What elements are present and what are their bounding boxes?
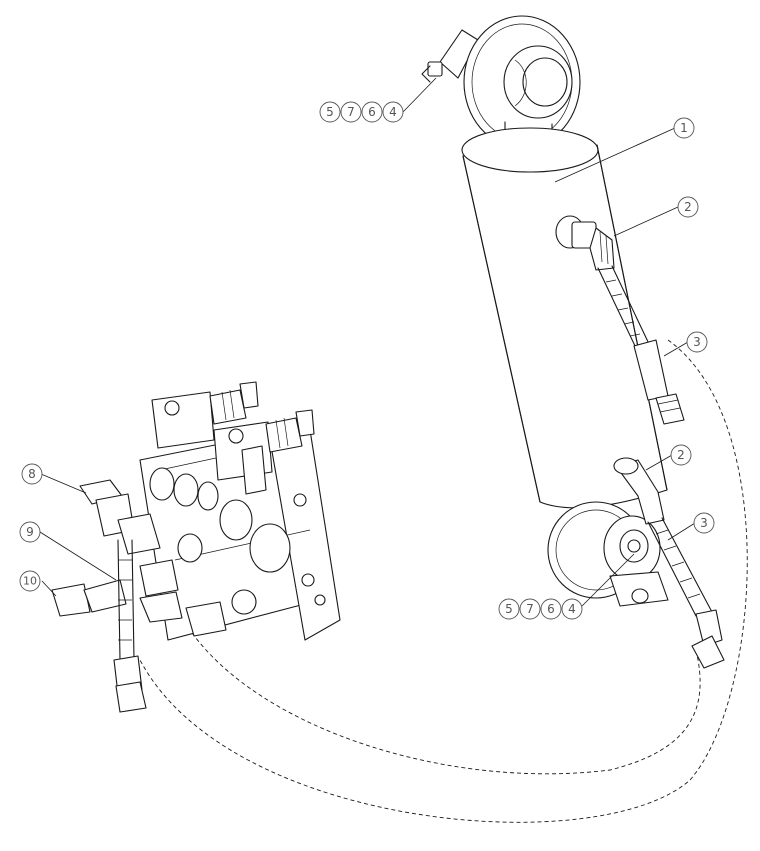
callout-label: 5 (326, 105, 334, 119)
callout-part-3-lower: 3 (693, 512, 715, 534)
cylinder-barrel (461, 127, 668, 509)
callout-label: 9 (26, 525, 34, 539)
cylinder-lower-port-fitting (613, 457, 665, 525)
callout-label: 3 (693, 335, 701, 349)
callout-label: 2 (684, 200, 692, 214)
callout-label: 7 (347, 105, 355, 119)
callout-part-1: 1 (673, 117, 695, 139)
callout-label: 7 (526, 602, 534, 616)
callout-part-8: 8 (21, 463, 43, 485)
callout-part-10: 10 (19, 570, 41, 592)
callout-group-bottom: 5 7 6 4 (498, 598, 583, 620)
callout-label: 6 (368, 105, 376, 119)
cylinder-bottom-clevis (547, 501, 669, 607)
leader-lines (39, 77, 696, 609)
callout-part-9: 9 (19, 521, 41, 543)
callout-group-top: 5 7 6 4 (319, 101, 404, 123)
callout-label: 1 (680, 121, 688, 135)
solenoid-lower (213, 409, 315, 495)
callout-label: 6 (547, 602, 555, 616)
dashed-hose-routes (139, 339, 748, 823)
hydraulic-cylinder (421, 15, 725, 669)
callout-part-2-lower: 2 (670, 444, 692, 466)
hose-route-outer (139, 339, 748, 823)
cylinder-upper-port-fitting (555, 215, 615, 271)
callout-label: 4 (389, 105, 397, 119)
valve-fittings (51, 479, 227, 713)
upper-hose (597, 265, 685, 425)
callout-label: 2 (677, 448, 685, 462)
callout-label: 8 (28, 467, 36, 481)
valve-ports (149, 467, 291, 615)
lower-hose (647, 517, 725, 669)
callout-part-2-upper: 2 (677, 196, 699, 218)
hose-route-inner (189, 629, 701, 775)
callout-label: 3 (700, 516, 708, 530)
callout-label: 10 (23, 575, 37, 588)
callout-label: 5 (505, 602, 513, 616)
control-valve-block (51, 381, 341, 713)
cylinder-top-clevis (421, 15, 581, 149)
callout-label: 4 (568, 602, 576, 616)
mounting-bolts (293, 493, 326, 606)
callout-part-3-upper: 3 (686, 331, 708, 353)
solenoid-upper (151, 381, 259, 449)
